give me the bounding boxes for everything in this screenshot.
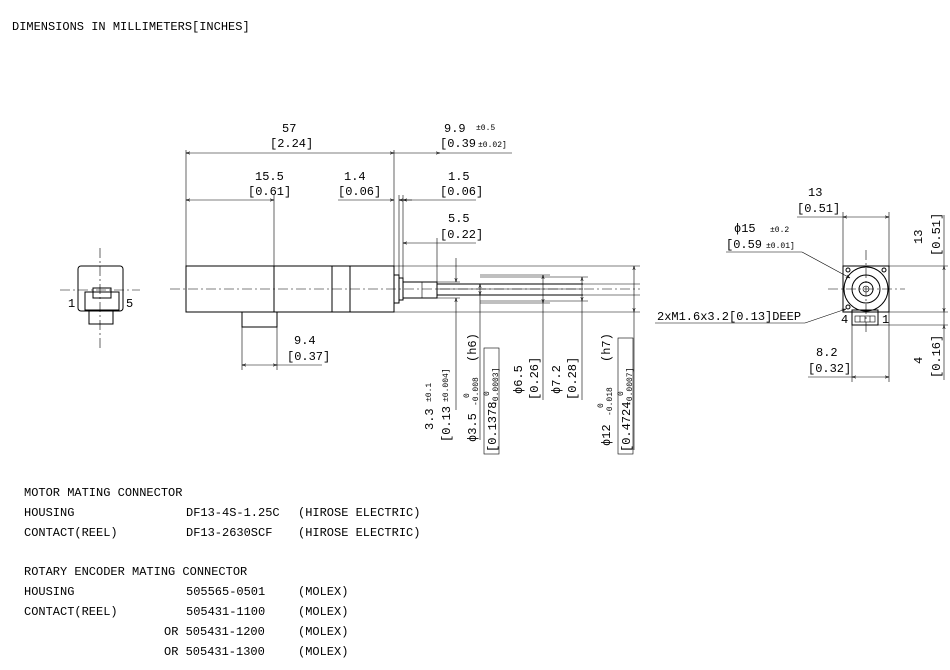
dim-3-5-tol-dn: -0.008 <box>472 377 481 406</box>
motor-contact-maker: (HIROSE ELECTRIC) <box>298 526 421 540</box>
dim-12-in-dn: -0.0007] <box>626 368 635 406</box>
encoder-alt-part-1: OR 505431-1200 <box>164 625 265 639</box>
dim-1-4-mm: 1.4 <box>344 170 366 184</box>
dim-length-1-4: 1.4 [0.06] <box>338 170 412 275</box>
dim-9-4-in: [0.37] <box>287 350 330 364</box>
dim-4-in: [0.16] <box>930 335 944 378</box>
encoder-housing-label: HOUSING <box>24 585 75 599</box>
dim-diameters: 3.3 ±0.1 [0.13 ±0.004] ϕ3.5 0 -0.008 (h6… <box>350 258 640 455</box>
encoder-contact-label: CONTACT(REEL) <box>24 605 118 619</box>
dim-4-mm: 4 <box>912 357 926 364</box>
dimensions-header: DIMENSIONS IN MILLIMETERS[INCHES] <box>12 20 250 34</box>
dim-9-9-in: [0.39 <box>440 137 476 151</box>
pin-1-label: 1 <box>68 297 75 311</box>
dim-12-in-up: 0 <box>617 391 626 396</box>
motor-contact-label: CONTACT(REEL) <box>24 526 118 540</box>
dim-13-h-in: [0.51] <box>930 213 944 256</box>
dim-3-3-in-tol: ±0.004] <box>442 368 451 402</box>
dim-5-5-mm: 5.5 <box>448 212 470 226</box>
dim-3-5-in: [0.1378 <box>486 402 500 452</box>
screw-callout: 2xM1.6x3.2[0.13]DEEP <box>655 308 846 324</box>
dim-12-fit: (h7) <box>600 333 614 362</box>
screw-label: 2xM1.6x3.2[0.13]DEEP <box>657 310 801 324</box>
encoder-alt-part-2: OR 505431-1300 <box>164 645 265 659</box>
motor-housing-part: DF13-4S-1.25C <box>186 506 280 520</box>
dim-diameter-15: ϕ15 ±0.2 [0.59 ±0.01] <box>726 222 850 278</box>
encoder-alt-maker-2: (MOLEX) <box>298 645 349 659</box>
dim-height-13: 13 [0.51] <box>889 213 948 313</box>
dim-5-5-in: [0.22] <box>440 228 483 242</box>
dim-3-5-mm: ϕ3.5 <box>466 413 480 442</box>
dim-9-4-mm: 9.4 <box>294 334 316 348</box>
encoder-contact-part: 505431-1100 <box>186 605 266 619</box>
dim-15-5-mm: 15.5 <box>255 170 284 184</box>
motor-contact-part: DF13-2630SCF <box>186 526 273 540</box>
dim-9-9-mm: 9.9 <box>444 122 466 136</box>
motor-front-view: 4 1 <box>828 250 905 335</box>
encoder-housing-maker: (MOLEX) <box>298 585 349 599</box>
dim-3-5-tol-up: 0 <box>463 393 472 398</box>
dim-length-5-5: 5.5 [0.22] <box>403 212 483 282</box>
dim-8-2-mm: 8.2 <box>816 346 838 360</box>
dim-length-1-5: 1.5 [0.06] <box>402 170 483 278</box>
dim-15-tol: ±0.2 <box>770 226 789 235</box>
encoder-alt-maker-1: (MOLEX) <box>298 625 349 639</box>
connector-end-view: 1 5 <box>60 248 140 350</box>
dim-12-mm: ϕ12 <box>600 424 614 446</box>
dim-15-mm: ϕ15 <box>734 222 756 236</box>
dim-15-in-tol: ±0.01] <box>766 242 795 251</box>
dim-7-2-in: [0.28] <box>566 357 580 400</box>
motor-housing-maker: (HIROSE ELECTRIC) <box>298 506 421 520</box>
encoder-contact-maker: (MOLEX) <box>298 605 349 619</box>
dim-width-8-2: 8.2 [0.32] <box>808 312 890 382</box>
pin-4-label: 4 <box>841 313 848 327</box>
dim-57-mm: 57 <box>282 122 296 136</box>
dim-3-3-tol: ±0.1 <box>425 383 434 402</box>
dim-12-in: [0.4724 <box>620 402 634 452</box>
motor-housing-label: HOUSING <box>24 506 75 520</box>
dim-3-3-in: [0.13 <box>440 406 454 442</box>
dim-length-9-9: 9.9 ±0.5 [0.39 ±0.02] <box>394 122 512 153</box>
dim-6-5-in: [0.26] <box>528 357 542 400</box>
pin-1b-label: 1 <box>882 313 889 327</box>
dim-1-5-in: [0.06] <box>440 185 483 199</box>
dim-12-tol-dn: -0.018 <box>606 387 615 416</box>
dim-height-4: 4 [0.16] <box>878 312 948 380</box>
dim-15-5-in: [0.61] <box>248 185 291 199</box>
motor-connector-title: MOTOR MATING CONNECTOR <box>24 486 183 500</box>
dim-3-5-in-dn: -0.0003] <box>492 368 501 406</box>
dim-57-in: [2.24] <box>270 137 313 151</box>
dim-1-4-in: [0.06] <box>338 185 381 199</box>
dim-3-3-mm: 3.3 <box>423 408 437 430</box>
dim-13-w-in: [0.51] <box>797 202 840 216</box>
dim-3-5-in-up: 0 <box>483 391 492 396</box>
dim-width-13: 13 [0.51] <box>797 186 890 266</box>
dim-9-9-tol: ±0.5 <box>476 124 495 133</box>
dim-15-in: [0.59 <box>726 238 762 252</box>
dim-length-57: 57 [2.24] <box>185 122 395 266</box>
dim-13-w-mm: 13 <box>808 186 822 200</box>
dim-length-15-5: 15.5 [0.61] <box>186 170 291 266</box>
encoder-connector-title: ROTARY ENCODER MATING CONNECTOR <box>24 565 248 579</box>
dim-length-9-4: 9.4 [0.37] <box>241 327 330 370</box>
dim-6-5-mm: ϕ6.5 <box>512 365 526 394</box>
dim-3-5-fit: (h6) <box>466 333 480 362</box>
dim-12-tol-up: 0 <box>597 403 606 408</box>
pin-5-label: 5 <box>126 297 133 311</box>
dim-13-h-mm: 13 <box>912 230 926 244</box>
motor-side-view <box>170 265 640 328</box>
dim-1-5-mm: 1.5 <box>448 170 470 184</box>
dim-7-2-mm: ϕ7.2 <box>550 365 564 394</box>
encoder-housing-part: 505565-0501 <box>186 585 266 599</box>
dim-8-2-in: [0.32] <box>808 362 851 376</box>
dim-9-9-in-tol: ±0.02] <box>478 141 507 150</box>
